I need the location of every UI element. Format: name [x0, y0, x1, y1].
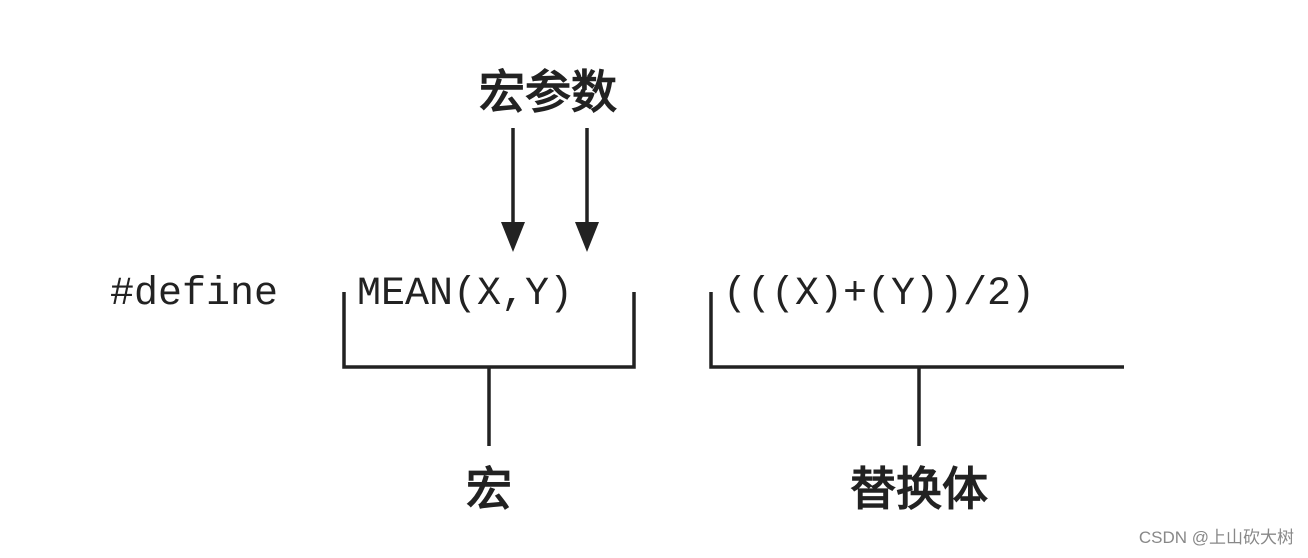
replacement-body-bracket — [709, 292, 1124, 446]
label-macro: 宏 — [466, 462, 512, 516]
code-replacement-body: (((X)+(Y))/2) — [723, 272, 1035, 317]
watermark: CSDN @上山砍大树 — [1138, 528, 1294, 547]
code-macro-signature: MEAN(X,Y) — [357, 272, 573, 317]
arrow-to-y — [575, 128, 599, 252]
label-macro-params: 宏参数 — [479, 65, 617, 119]
code-define-directive: #define — [110, 272, 278, 317]
macro-bracket — [342, 292, 636, 446]
label-replacement-body: 替换体 — [850, 462, 988, 516]
arrow-to-x — [501, 128, 525, 252]
